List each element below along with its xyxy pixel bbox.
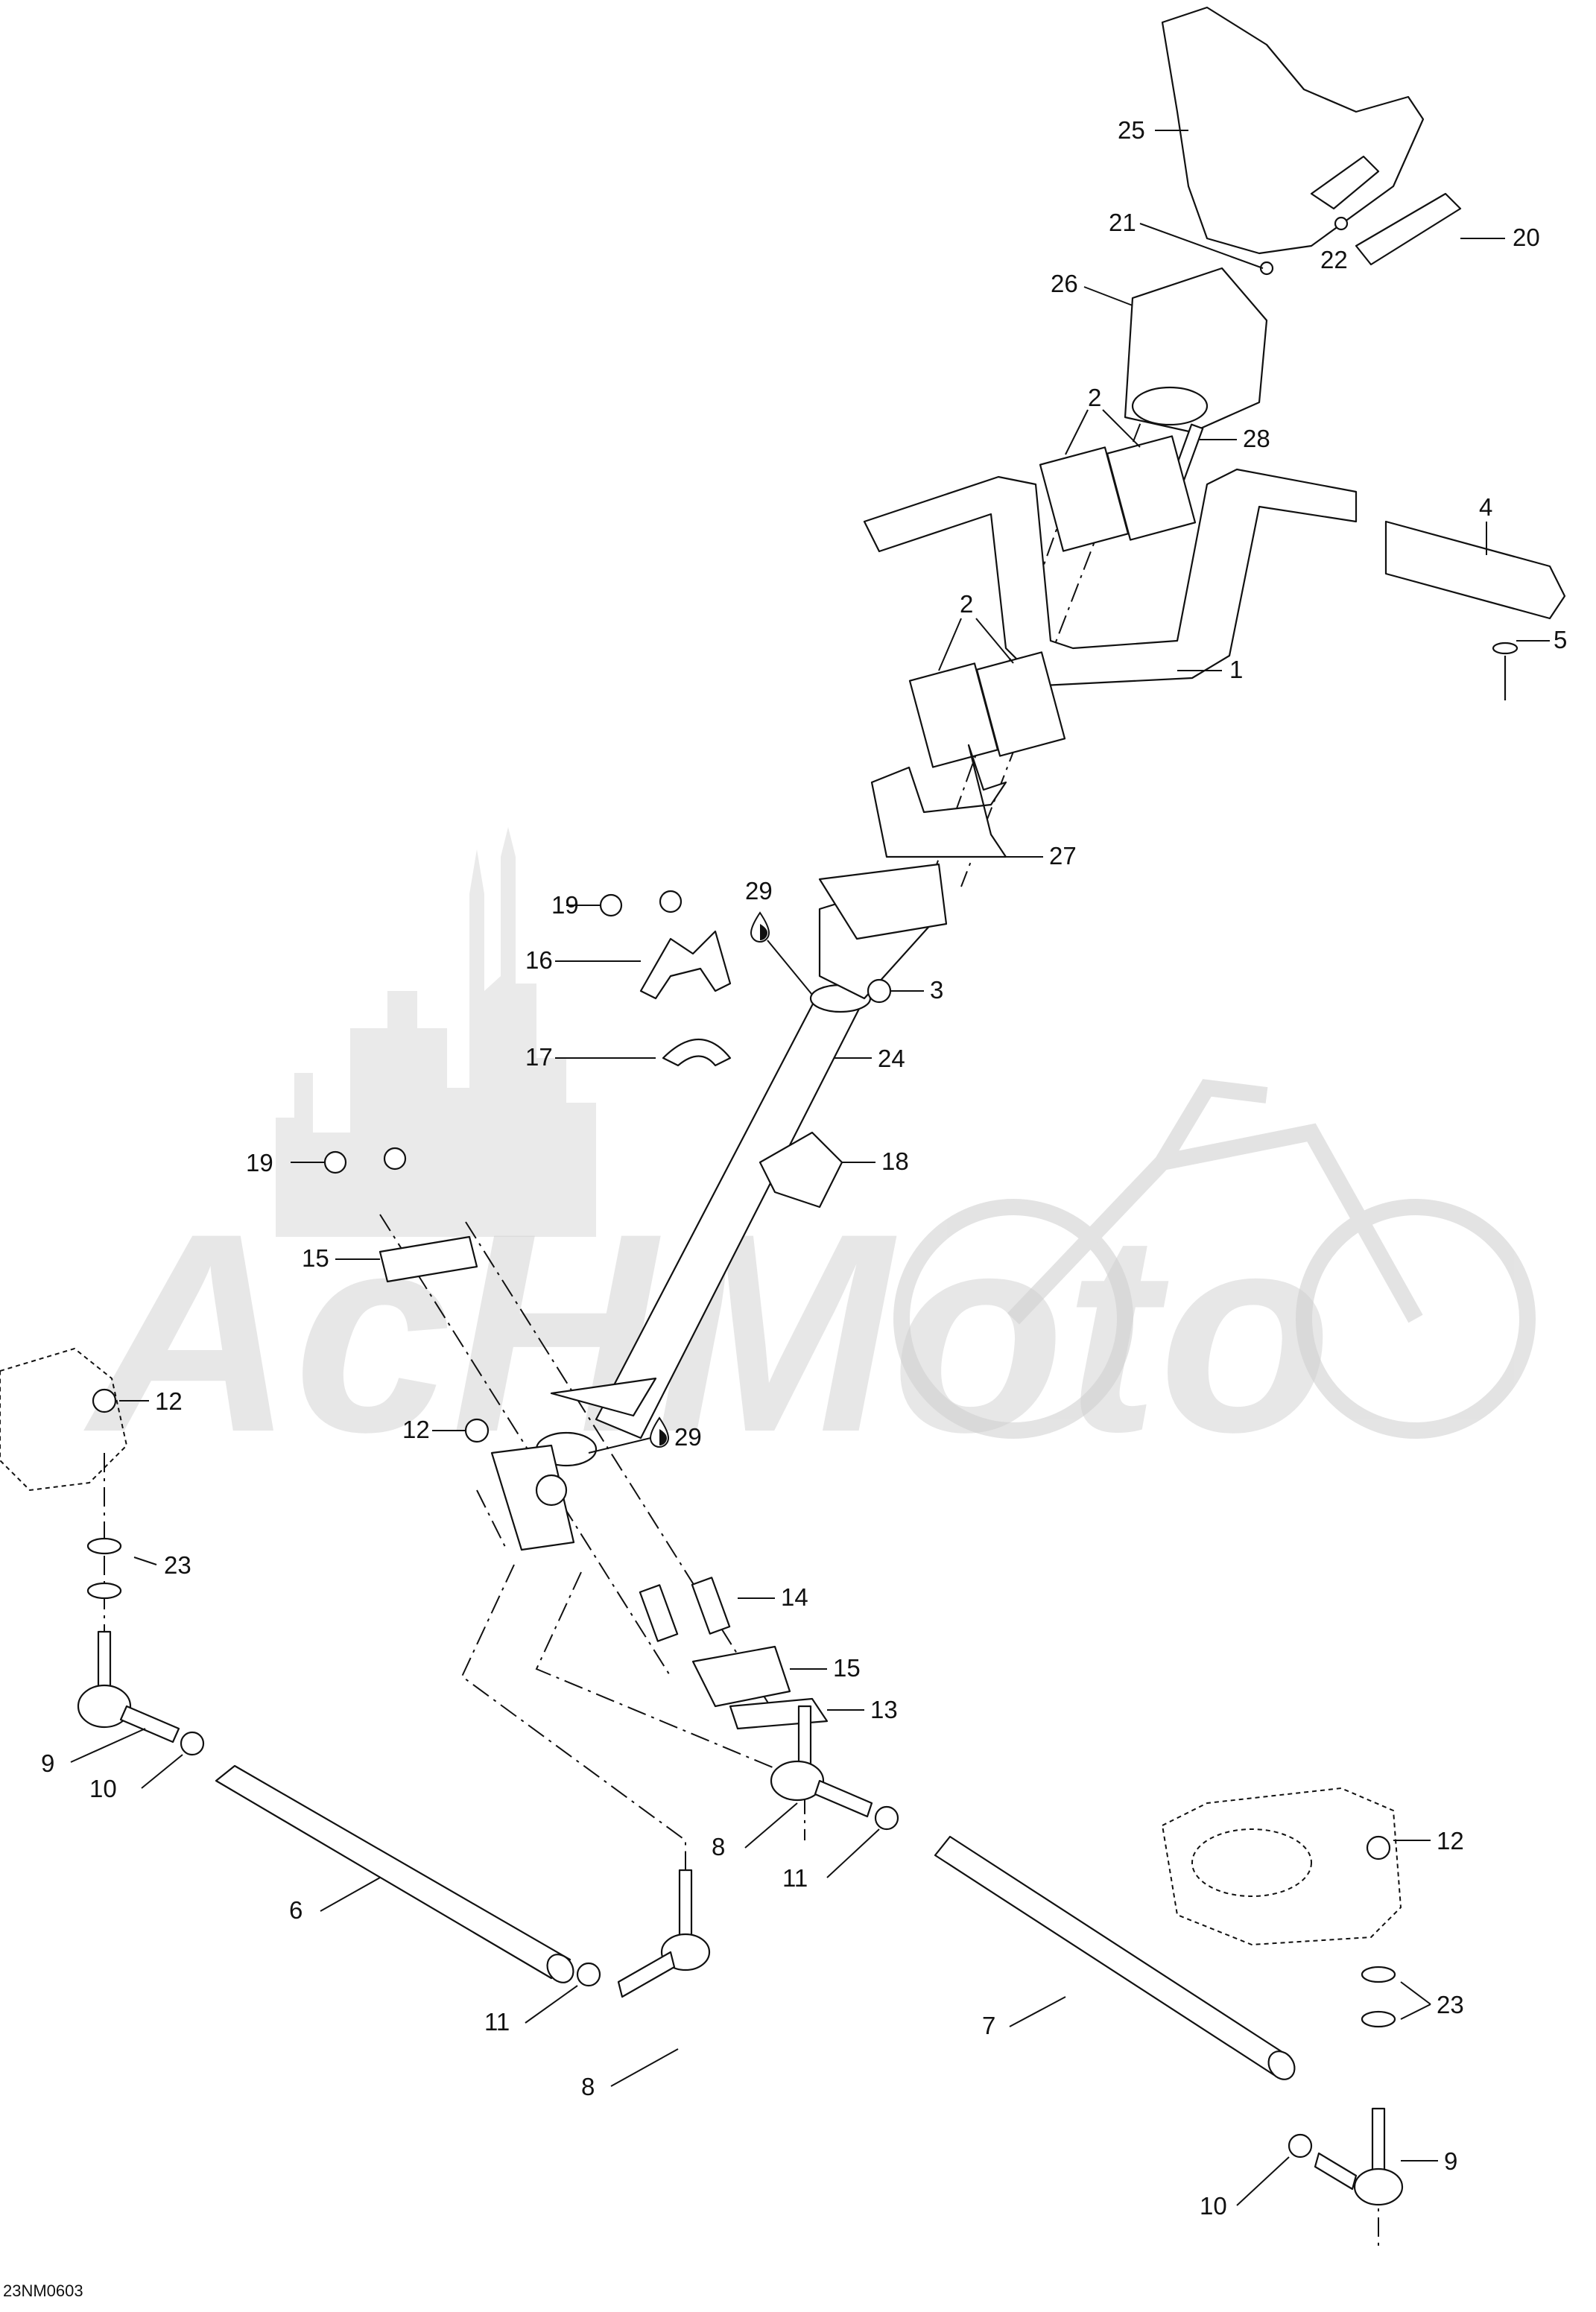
small-screw-and-nut <box>1139 216 1349 276</box>
callout-29a: 29 <box>745 877 773 905</box>
handlebar-bracket <box>870 744 1043 858</box>
steering-column <box>535 863 948 1467</box>
callout-11a: 11 <box>484 2008 510 2036</box>
callout-13: 13 <box>870 1696 898 1723</box>
handle-grip <box>1384 520 1566 620</box>
callout-8a: 8 <box>581 2073 595 2100</box>
callout-7: 7 <box>982 2012 995 2039</box>
drawing-code: 23NM0603 <box>3 2281 83 2300</box>
callout-9a: 9 <box>41 1749 54 1777</box>
left-tie-rod <box>215 1764 574 1983</box>
steering-cover <box>1155 6 1425 255</box>
callout-17: 17 <box>525 1043 553 1071</box>
right-tie-rod-end <box>1236 2107 1438 2206</box>
callout-2a: 2 <box>1088 384 1101 411</box>
grip-insert <box>1355 192 1505 266</box>
callout-27: 27 <box>1049 842 1077 870</box>
callout-10b: 10 <box>1200 2192 1227 2220</box>
upper-clamps <box>1039 409 1197 552</box>
callout-3: 3 <box>930 976 943 1004</box>
callout-29b: 29 <box>674 1423 702 1451</box>
callout-11b: 11 <box>782 1864 808 1892</box>
callout-21: 21 <box>1109 209 1136 236</box>
callout-6: 6 <box>289 1896 303 1924</box>
lower-support-set <box>639 1577 864 1730</box>
right-ski-bracket <box>1161 1787 1431 2028</box>
callout-1: 1 <box>1229 656 1243 683</box>
callout-25: 25 <box>1118 116 1145 144</box>
callout-14: 14 <box>781 1583 808 1611</box>
callout-24: 24 <box>878 1045 905 1072</box>
left-ski-bracket <box>0 1347 157 1600</box>
rivet <box>1492 640 1550 700</box>
callout-12c: 12 <box>1437 1827 1464 1855</box>
oil-drop-icon <box>750 911 813 995</box>
lower-bearing-plate <box>432 1418 575 1551</box>
callout-2b: 2 <box>960 590 973 618</box>
right-tie-rod <box>934 1835 1296 2080</box>
callout-5: 5 <box>1554 626 1567 653</box>
callout-10a: 10 <box>89 1775 117 1802</box>
watermark-motorcycle <box>893 1079 1536 1439</box>
callout-23a: 23 <box>164 1551 191 1579</box>
upper-clamp-set <box>555 890 875 1209</box>
callout-9b: 9 <box>1444 2147 1457 2175</box>
nut-3 <box>867 978 924 1004</box>
callout-20: 20 <box>1513 224 1540 251</box>
left-inner-tie-rod-end <box>525 1869 711 2087</box>
callout-12a: 12 <box>155 1387 183 1415</box>
callout-16: 16 <box>525 946 553 974</box>
callout-28: 28 <box>1243 425 1270 452</box>
callout-22: 22 <box>1320 246 1348 273</box>
callout-4: 4 <box>1479 493 1492 521</box>
left-tie-rod-end <box>70 1630 205 1789</box>
callout-23b: 23 <box>1437 1991 1464 2018</box>
callout-labels: 25 21 22 20 26 2 28 4 1 5 2 27 29 19 16 … <box>41 116 1567 2220</box>
callout-26: 26 <box>1051 270 1078 297</box>
callout-19a: 19 <box>551 891 579 919</box>
callout-19b: 19 <box>246 1149 273 1176</box>
rubber-boot <box>1083 267 1268 434</box>
callout-18: 18 <box>881 1147 909 1175</box>
callout-8b: 8 <box>712 1833 725 1860</box>
handlebar <box>863 468 1358 687</box>
callout-12b: 12 <box>402 1416 430 1443</box>
column-support-upper <box>291 1147 478 1283</box>
lower-clamps <box>908 618 1066 768</box>
oil-drop-icon <box>588 1416 670 1454</box>
right-inner-tie-rod-end <box>744 1705 899 1878</box>
callout-15b: 15 <box>833 1654 861 1682</box>
callout-15a: 15 <box>302 1244 329 1272</box>
